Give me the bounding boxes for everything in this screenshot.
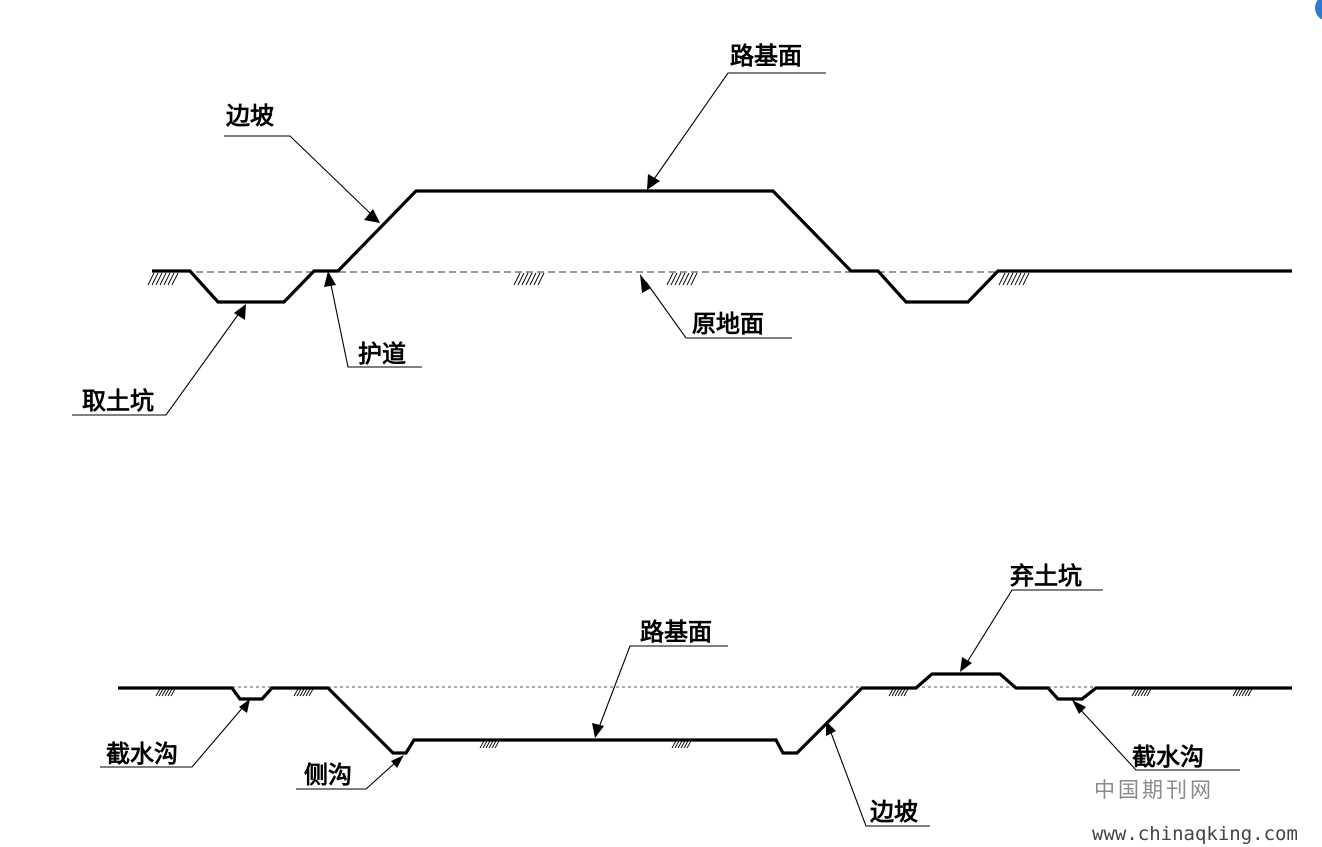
watermark-name: 中国期刊网 <box>1094 778 1214 802</box>
intercept-ditch-right-label: 截水沟 <box>1132 743 1204 771</box>
bottom-section: 弃土坑 路基面 截水沟 侧沟 边坡 截水沟 <box>100 562 1292 827</box>
berm-leader <box>329 279 422 368</box>
corner-badge-icon <box>1315 0 1322 20</box>
arrow-head-icon <box>234 304 246 320</box>
arrow-head-icon <box>592 723 604 738</box>
ground-hatch <box>479 740 500 749</box>
arrow-head-icon <box>647 174 660 190</box>
side-ditch-label: 侧沟 <box>304 761 352 789</box>
intercept-ditch-left-leader <box>100 705 245 768</box>
ground-hatch <box>998 272 1030 286</box>
side-slope-label: 边坡 <box>870 798 918 826</box>
side-slope-label: 边坡 <box>226 102 274 130</box>
arrow-head-icon <box>324 271 336 287</box>
ground-hatch <box>147 272 179 286</box>
borrow-pit-leader <box>72 311 241 416</box>
borrow-pit-label: 取土坑 <box>82 387 154 415</box>
ground-hatch <box>671 740 692 749</box>
arrow-head-icon <box>239 699 250 713</box>
arrow-head-icon <box>364 209 380 223</box>
side-slope-leader <box>224 135 373 216</box>
intercept-ditch-left-label: 截水沟 <box>106 740 178 768</box>
arrow-head-icon <box>826 721 836 736</box>
ground-hatch <box>1131 688 1152 697</box>
top-section: 路基面 边坡 护道 原地面 取土坑 <box>72 42 1292 416</box>
arrow-head-icon <box>960 657 972 672</box>
roadbed-surface-label: 路基面 <box>640 618 712 646</box>
arrow-head-icon <box>391 755 404 768</box>
watermark-url: www.chinaqking.com <box>1092 823 1298 845</box>
ground-hatch <box>888 688 909 697</box>
spoil-bank-leader <box>965 589 1103 665</box>
roadbed-surface-leader <box>597 645 728 731</box>
ground-hatch <box>293 688 314 697</box>
ground-hatch <box>513 272 545 286</box>
ground-hatch <box>1232 688 1253 697</box>
berm-label: 护道 <box>358 340 406 368</box>
side-ditch-leader <box>296 761 397 790</box>
ground-hatch <box>155 688 176 697</box>
intercept-ditch-right-leader <box>1077 706 1240 771</box>
arrow-head-icon <box>640 274 651 293</box>
original-ground-label: 原地面 <box>692 310 764 338</box>
original-ground-leader <box>645 281 792 339</box>
ground-hatch <box>666 272 698 286</box>
roadbed-surface-leader <box>651 72 826 183</box>
cutting-outline <box>118 672 1292 755</box>
arrow-head-icon <box>1072 700 1086 714</box>
roadbed-surface-label: 路基面 <box>730 42 802 70</box>
spoil-bank-label: 弃土坑 <box>1010 562 1082 590</box>
embankment-outline <box>152 189 1292 304</box>
side-slope-leader <box>829 729 930 827</box>
